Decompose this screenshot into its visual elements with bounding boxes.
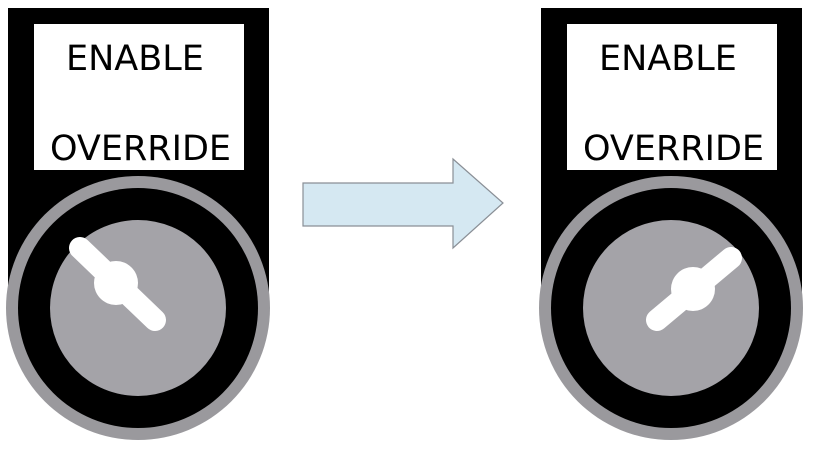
selector-switch-left: ENABLE OVERRIDE	[6, 8, 270, 440]
label-enable: ENABLE	[599, 39, 737, 79]
label-override: OVERRIDE	[50, 129, 231, 169]
label-panel	[567, 24, 777, 170]
label-override: OVERRIDE	[583, 129, 764, 169]
key-switch-knob-icon	[646, 247, 742, 331]
key-switch-knob-icon	[69, 237, 166, 331]
right-arrow-icon	[302, 157, 504, 250]
label-panel	[34, 24, 244, 170]
label-enable: ENABLE	[66, 39, 204, 79]
selector-switch-right: ENABLE OVERRIDE	[539, 8, 803, 440]
